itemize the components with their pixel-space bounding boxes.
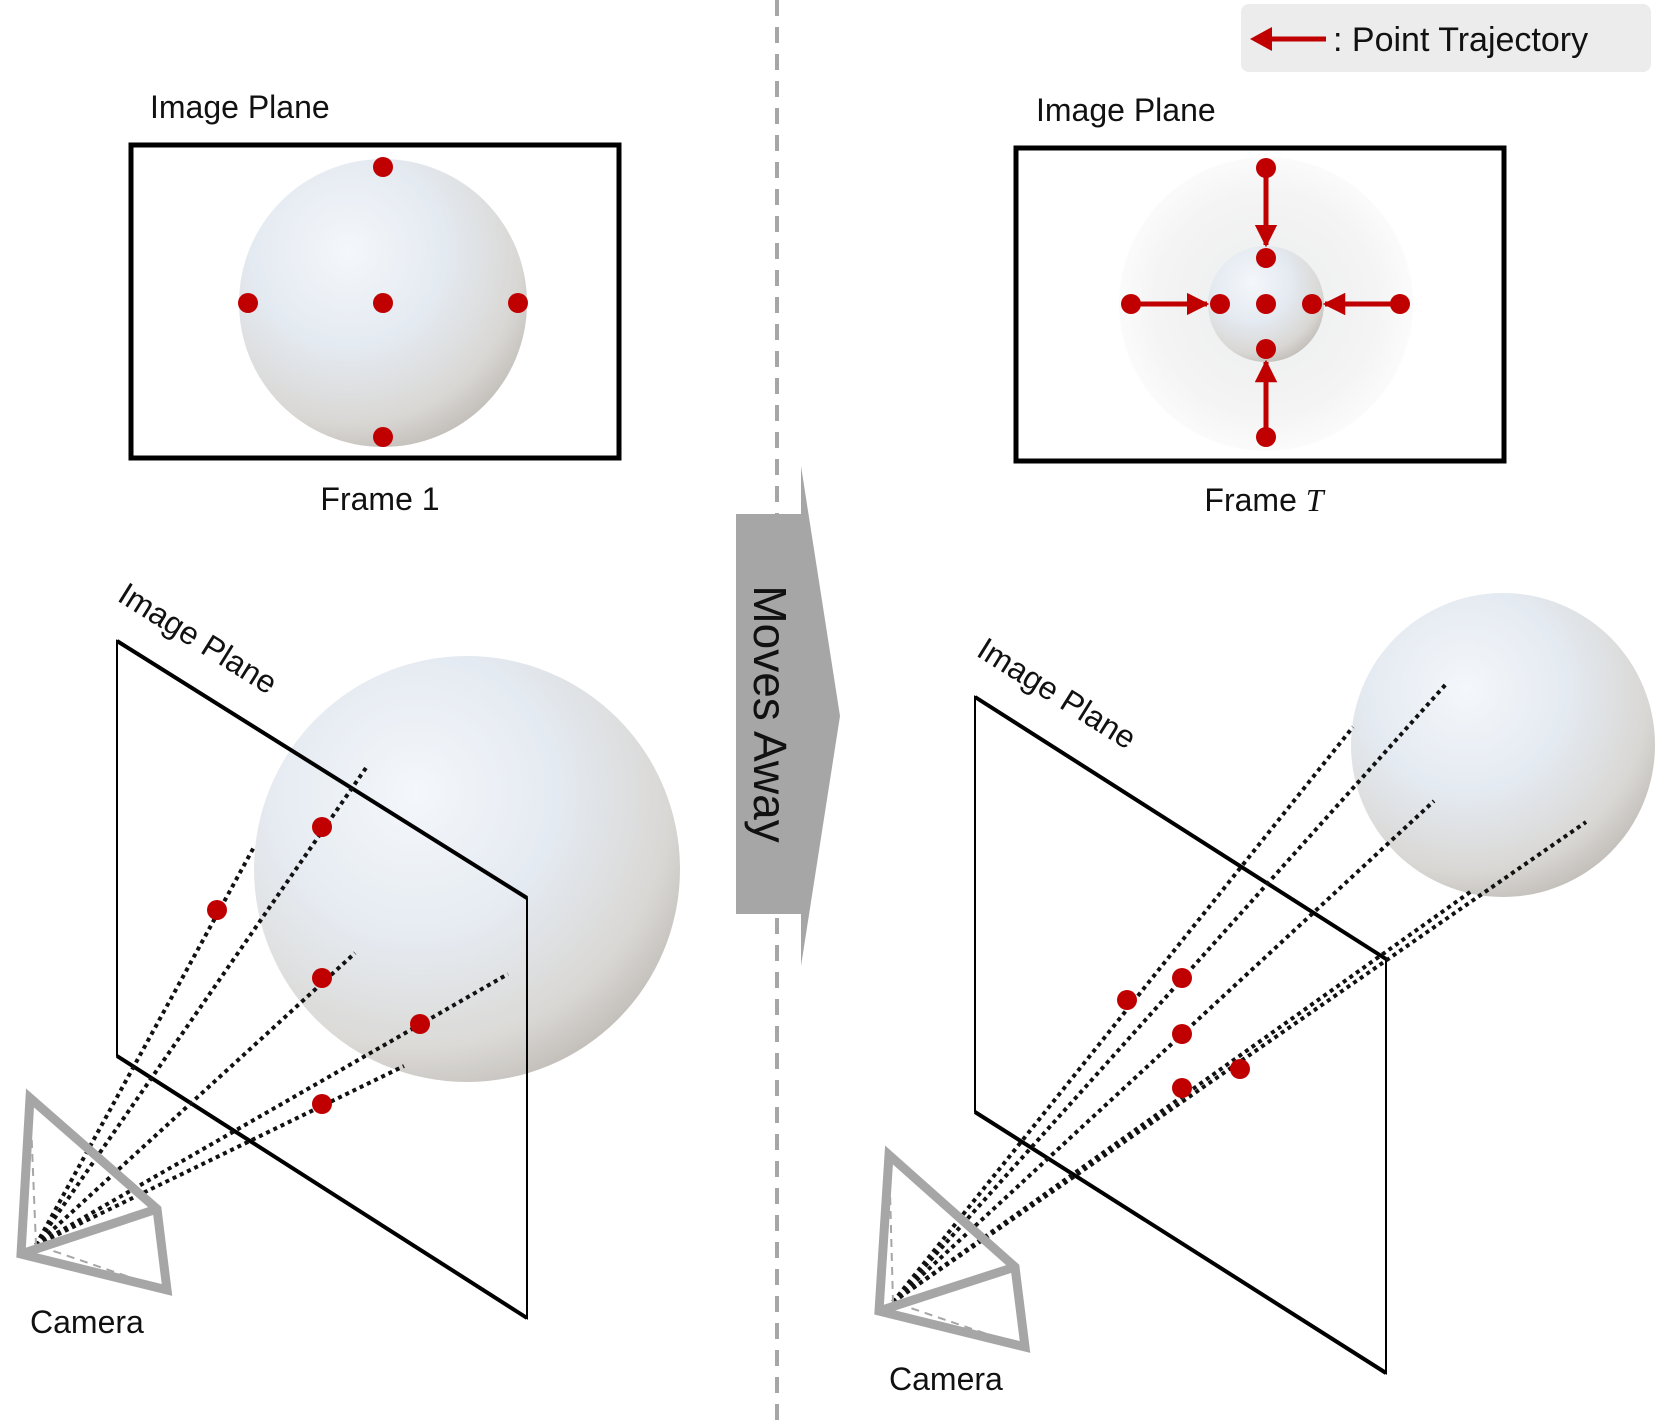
camera-edge <box>877 1262 1017 1316</box>
camera-edge <box>892 1301 1026 1348</box>
point <box>1172 968 1192 988</box>
ray <box>891 725 1355 1304</box>
point <box>312 1094 332 1114</box>
legend-text: : Point Trajectory <box>1333 21 1588 59</box>
tracked-points-frame-1 <box>238 157 528 447</box>
camera-icon <box>874 1145 1031 1353</box>
sphere-near <box>254 656 680 1082</box>
camera-label-left: Camera <box>30 1304 144 1340</box>
point <box>238 293 258 313</box>
tracked-points-frame-t <box>1121 158 1410 447</box>
camera-frustum <box>874 1145 1031 1353</box>
frame-t-label-variable: T <box>1306 482 1326 518</box>
camera-edge <box>29 1097 37 1246</box>
moves-away-arrow-shape <box>736 466 840 966</box>
point <box>373 157 393 177</box>
point <box>1256 339 1276 359</box>
point <box>207 900 227 920</box>
point <box>1230 1059 1250 1079</box>
point <box>410 1014 430 1034</box>
point <box>1172 1078 1192 1098</box>
point <box>1172 1024 1192 1044</box>
moves-away-arrow: Moves Away <box>736 466 840 966</box>
point <box>373 293 393 313</box>
projected-points-left <box>207 817 430 1114</box>
camera-label-right: Camera <box>889 1361 1003 1397</box>
image-plane-3d-left-top-edge <box>115 639 529 900</box>
camera-edge <box>35 1244 168 1291</box>
point <box>1302 294 1322 314</box>
frame-1-label: Frame 1 <box>320 481 439 517</box>
image-plane-3d-right-bottom-edge <box>973 1110 1388 1375</box>
top-left-image-plane: Image Plane Frame 1 <box>128 89 622 517</box>
ray <box>34 763 370 1247</box>
frame-t-label: Frame T <box>1204 482 1325 518</box>
point-trajectories <box>1131 168 1400 437</box>
camera-icon <box>16 1088 173 1296</box>
bottom-left-scene: Image Plane Camera <box>16 575 680 1340</box>
frame-t-label-prefix: Frame <box>1204 482 1305 518</box>
point <box>1256 294 1276 314</box>
point <box>1390 294 1410 314</box>
ray <box>891 681 1449 1304</box>
point <box>312 817 332 837</box>
point <box>312 968 332 988</box>
camera-frustum <box>16 1088 173 1296</box>
point <box>508 293 528 313</box>
image-plane-3d-right-top-edge <box>973 695 1388 961</box>
point <box>1121 294 1141 314</box>
top-right-plane-label: Image Plane <box>1036 92 1216 128</box>
point <box>373 427 393 447</box>
point <box>1256 248 1276 268</box>
camera-edge <box>19 1204 159 1259</box>
sphere-far <box>1351 593 1655 897</box>
ray <box>891 799 1436 1304</box>
projected-points-right <box>1117 968 1250 1098</box>
ray <box>34 951 357 1247</box>
top-left-plane-label: Image Plane <box>150 89 330 125</box>
legend-box <box>1241 4 1651 72</box>
point <box>1256 158 1276 178</box>
legend: : Point Trajectory <box>1241 4 1651 72</box>
red-left-arrow-icon <box>1250 27 1326 51</box>
point <box>1256 427 1276 447</box>
bottom-right-scene: Image Plane Camera <box>874 593 1655 1397</box>
camera-edge <box>888 1154 894 1303</box>
point <box>1210 294 1230 314</box>
top-right-image-plane: Image Plane Frame T <box>1013 92 1507 518</box>
point <box>1117 990 1137 1010</box>
ray <box>35 972 509 1247</box>
moves-away-label: Moves Away <box>744 585 796 842</box>
image-plane-3d-left-bottom-edge <box>115 1054 529 1320</box>
